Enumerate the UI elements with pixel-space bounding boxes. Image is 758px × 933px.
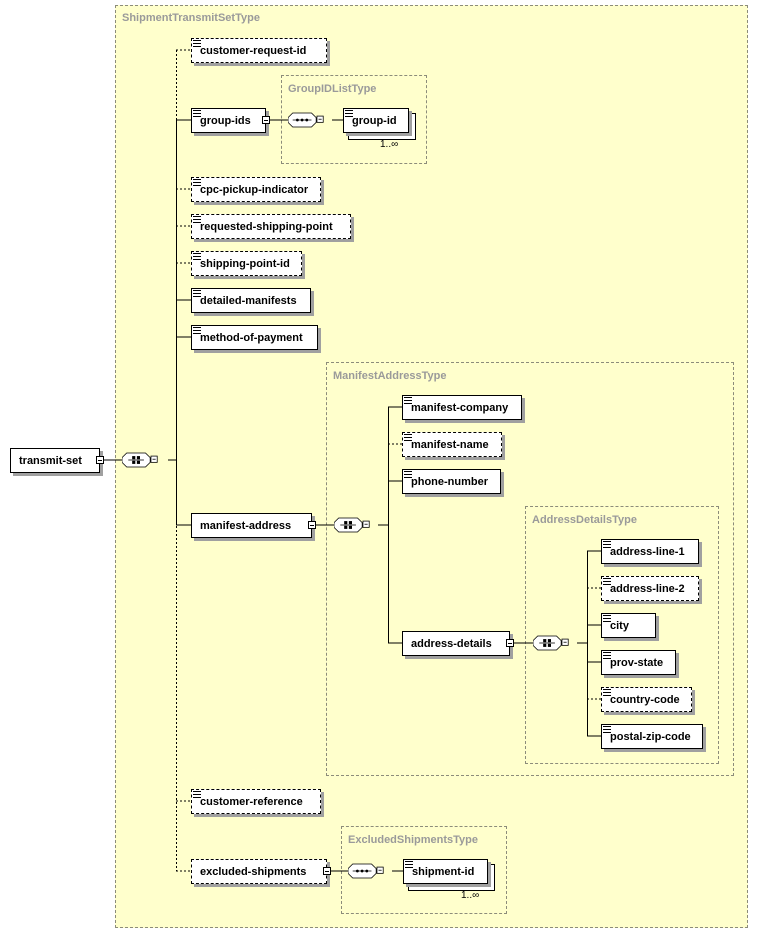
type-label-address-details: AddressDetailsType (532, 514, 637, 526)
documentation-icon (193, 110, 201, 117)
element-label: customer-reference (200, 795, 303, 808)
type-box-excluded-shipments (341, 826, 507, 914)
element-label: prov-state (610, 656, 664, 669)
type-label-group-id-list: GroupIDListType (288, 83, 377, 95)
element-label: address-details (411, 637, 492, 650)
documentation-icon (193, 327, 201, 334)
element-manifest-address[interactable]: manifest-address (191, 513, 312, 538)
element-label: manifest-address (200, 519, 292, 532)
collapse-toggle[interactable] (96, 456, 104, 464)
element-shipping-point-id[interactable]: shipping-point-id (191, 251, 302, 276)
element-customer-request-id[interactable]: customer-request-id (191, 38, 327, 63)
element-label: requested-shipping-point (200, 220, 333, 233)
compositor-icon (334, 517, 370, 533)
element-transmit-set[interactable]: transmit-set (10, 448, 100, 473)
element-prov-state[interactable]: prov-state (601, 650, 676, 675)
documentation-icon (193, 290, 201, 297)
collapse-toggle[interactable] (262, 116, 270, 124)
documentation-icon (404, 397, 412, 404)
element-label: shipping-point-id (200, 257, 290, 270)
type-label-shipment-transmit-set: ShipmentTransmitSetType (122, 12, 260, 24)
element-label: group-id (352, 114, 397, 127)
element-label: phone-number (411, 475, 488, 488)
collapse-toggle[interactable] (506, 639, 514, 647)
type-box-address-details (525, 506, 719, 764)
documentation-icon (405, 861, 413, 868)
type-label-excluded-shipments: ExcludedShipmentsType (348, 834, 478, 846)
compositor-icon (533, 635, 569, 651)
sequence-icon (288, 112, 324, 128)
documentation-icon (404, 434, 412, 441)
element-postal-zip-code[interactable]: postal-zip-code (601, 724, 703, 749)
element-label: postal-zip-code (610, 730, 691, 743)
element-label: manifest-name (411, 438, 489, 451)
element-cpc-pickup-indicator[interactable]: cpc-pickup-indicator (191, 177, 321, 202)
element-label: city (610, 619, 629, 632)
element-label: detailed-manifests (200, 294, 297, 307)
documentation-icon (193, 179, 201, 186)
element-customer-reference[interactable]: customer-reference (191, 789, 321, 814)
documentation-icon (193, 216, 201, 223)
element-manifest-name[interactable]: manifest-name (402, 432, 502, 457)
element-label: country-code (610, 693, 680, 706)
documentation-icon (603, 541, 611, 548)
collapse-toggle[interactable] (323, 867, 331, 875)
element-address-details[interactable]: address-details (402, 631, 510, 656)
element-label: group-ids (200, 114, 251, 127)
documentation-icon (345, 110, 353, 117)
element-method-of-payment[interactable]: method-of-payment (191, 325, 318, 350)
element-address-line-2[interactable]: address-line-2 (601, 576, 699, 601)
element-phone-number[interactable]: phone-number (402, 469, 501, 494)
collapse-toggle[interactable] (308, 521, 316, 529)
documentation-icon (193, 791, 201, 798)
element-label: manifest-company (411, 401, 509, 414)
element-manifest-company[interactable]: manifest-company (402, 395, 522, 420)
element-label: excluded-shipments (200, 865, 307, 878)
documentation-icon (193, 40, 201, 47)
documentation-icon (404, 471, 412, 478)
element-label: address-line-1 (610, 545, 685, 558)
documentation-icon (193, 253, 201, 260)
documentation-icon (603, 578, 611, 585)
element-label: transmit-set (19, 454, 82, 467)
sequence-icon (348, 863, 384, 879)
type-label-manifest-address: ManifestAddressType (333, 370, 447, 382)
documentation-icon (603, 615, 611, 622)
documentation-icon (603, 652, 611, 659)
element-label: cpc-pickup-indicator (200, 183, 309, 196)
element-label: method-of-payment (200, 331, 303, 344)
element-shipment-id[interactable]: shipment-id (403, 859, 488, 884)
element-city[interactable]: city (601, 613, 656, 638)
type-box-shipment-transmit-set (115, 5, 748, 928)
element-detailed-manifests[interactable]: detailed-manifests (191, 288, 311, 313)
element-label: customer-request-id (200, 44, 307, 57)
documentation-icon (603, 689, 611, 696)
element-label: address-line-2 (610, 582, 685, 595)
element-group-id[interactable]: group-id (343, 108, 409, 133)
compositor-icon (122, 452, 158, 468)
element-group-ids[interactable]: group-ids (191, 108, 266, 133)
element-requested-shipping-point[interactable]: requested-shipping-point (191, 214, 351, 239)
element-label: shipment-id (412, 865, 475, 878)
documentation-icon (603, 726, 611, 733)
multiplicity-label: 1..∞ (380, 139, 399, 150)
element-excluded-shipments[interactable]: excluded-shipments (191, 859, 327, 884)
element-address-line-1[interactable]: address-line-1 (601, 539, 699, 564)
element-country-code[interactable]: country-code (601, 687, 692, 712)
multiplicity-label: 1..∞ (461, 890, 480, 901)
type-box-manifest-address (326, 362, 734, 776)
